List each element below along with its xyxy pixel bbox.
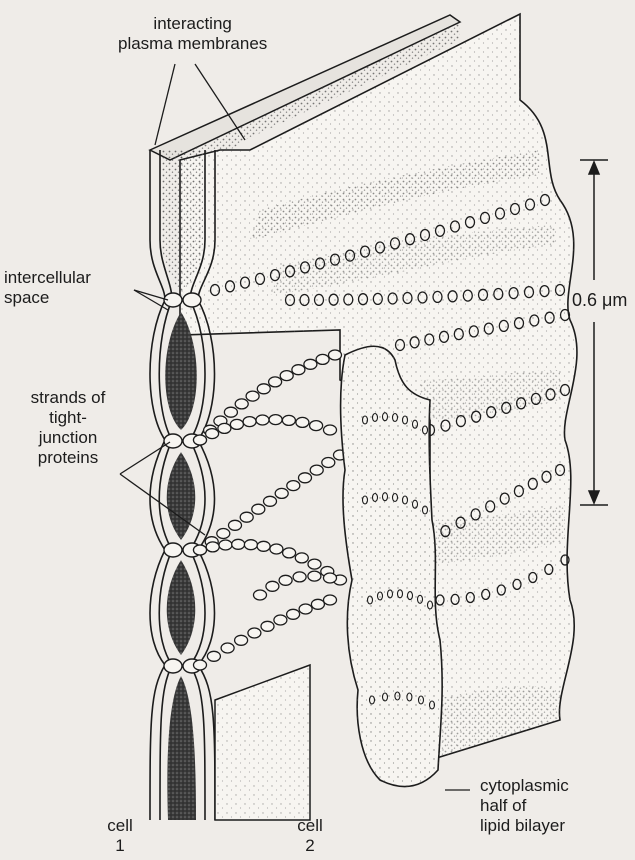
strand-bead xyxy=(274,615,287,625)
dark-lens xyxy=(167,452,196,540)
label-line: space xyxy=(4,288,91,308)
strand-bead xyxy=(207,651,220,661)
strand-bead xyxy=(230,419,243,429)
label-cell-1: cell 1 xyxy=(100,816,140,856)
cytoplasmic-leaflet xyxy=(340,346,442,786)
strand-bead xyxy=(257,384,270,394)
label-line: cell xyxy=(290,816,330,836)
strand-bead xyxy=(252,504,265,514)
scale-bar xyxy=(580,160,608,505)
lower-sheet-stipple xyxy=(215,665,310,820)
strand-bead xyxy=(324,595,337,605)
strand-bead xyxy=(246,391,259,401)
label-line: tight- xyxy=(8,408,128,428)
strand-bead xyxy=(243,417,256,427)
label-cell-2: cell 2 xyxy=(290,816,330,856)
strand-bead xyxy=(282,415,295,425)
label-line: lipid bilayer xyxy=(480,816,569,836)
strand-bead xyxy=(275,488,288,498)
label-scale: 0.6 μm xyxy=(572,290,627,310)
strand-bead xyxy=(270,544,283,554)
strand-bead xyxy=(194,660,207,670)
strand-bead xyxy=(279,575,292,585)
strand-bead xyxy=(287,609,300,619)
strand-bead xyxy=(261,621,274,631)
label-line: intercellular xyxy=(4,268,91,288)
strand-bead xyxy=(266,581,279,591)
label-line: strands of xyxy=(8,388,128,408)
scale-arrow-down xyxy=(589,491,599,503)
strand-bead xyxy=(229,520,242,530)
strand-bead xyxy=(304,359,317,369)
strand-bead xyxy=(311,599,324,609)
strand-bead xyxy=(287,481,300,491)
label-line: 2 xyxy=(290,836,330,856)
dark-lens xyxy=(167,560,196,655)
scale-arrow-up xyxy=(589,162,599,174)
strand-bead xyxy=(240,512,253,522)
strand-bead xyxy=(283,548,296,558)
junction-bead xyxy=(164,434,182,448)
strand-bead xyxy=(206,542,219,552)
strand-bead xyxy=(194,545,207,555)
protein-strands xyxy=(194,350,347,670)
label-line: plasma membranes xyxy=(118,34,267,54)
strand-bead xyxy=(235,635,248,645)
strand-bead xyxy=(269,377,282,387)
strand-bead xyxy=(232,539,245,549)
strand-bead xyxy=(299,473,312,483)
strand-bead xyxy=(292,365,305,375)
leader-membranes-1 xyxy=(155,64,175,145)
junction-bead xyxy=(164,659,182,673)
strand-bead xyxy=(257,541,270,551)
strand-bead xyxy=(269,415,282,425)
strand-bead xyxy=(299,604,312,614)
strand-bead xyxy=(329,350,342,360)
strand-bead xyxy=(280,371,293,381)
strand-bead xyxy=(324,425,337,435)
label-line: cytoplasmic xyxy=(480,776,569,796)
dark-lens xyxy=(167,676,196,820)
label-strands: strands of tight- junction proteins xyxy=(8,388,128,468)
strand-bead xyxy=(224,407,237,417)
label-line: interacting xyxy=(118,14,267,34)
strand-bead xyxy=(221,643,234,653)
label-line: junction xyxy=(8,428,128,448)
strand-bead xyxy=(217,529,230,539)
junction-bead xyxy=(183,293,201,307)
strand-bead xyxy=(295,553,308,563)
strand-bead xyxy=(316,354,329,364)
strand-bead xyxy=(256,415,269,425)
label-cytoplasmic-half: cytoplasmic half of lipid bilayer xyxy=(480,776,569,836)
label-line: proteins xyxy=(8,448,128,468)
strand-bead xyxy=(235,399,248,409)
junction-bead xyxy=(164,543,182,557)
strand-bead xyxy=(244,540,257,550)
strand-bead xyxy=(308,571,321,581)
strand-bead xyxy=(248,628,261,638)
strand-bead xyxy=(296,417,309,427)
label-line: half of xyxy=(480,796,569,816)
label-line: cell xyxy=(100,816,140,836)
strand-bead xyxy=(264,496,277,506)
label-line: 1 xyxy=(100,836,140,856)
label-interacting-membranes: interacting plasma membranes xyxy=(118,14,267,54)
strand-bead xyxy=(219,540,232,550)
strand-bead xyxy=(194,435,207,445)
leaflet-stipple xyxy=(340,346,442,786)
strand-bead xyxy=(322,458,335,468)
leader-intercellular-2 xyxy=(134,290,168,310)
shading-band xyxy=(430,686,560,760)
strand-bead xyxy=(310,421,323,431)
label-intercellular-space: intercellular space xyxy=(4,268,91,308)
strand-bead xyxy=(310,465,323,475)
strand-bead xyxy=(293,572,306,582)
strand-bead xyxy=(324,573,337,583)
strand-bead xyxy=(308,559,321,569)
strand-bead xyxy=(254,590,267,600)
strand-bead xyxy=(218,423,231,433)
strand-bead xyxy=(206,429,219,439)
